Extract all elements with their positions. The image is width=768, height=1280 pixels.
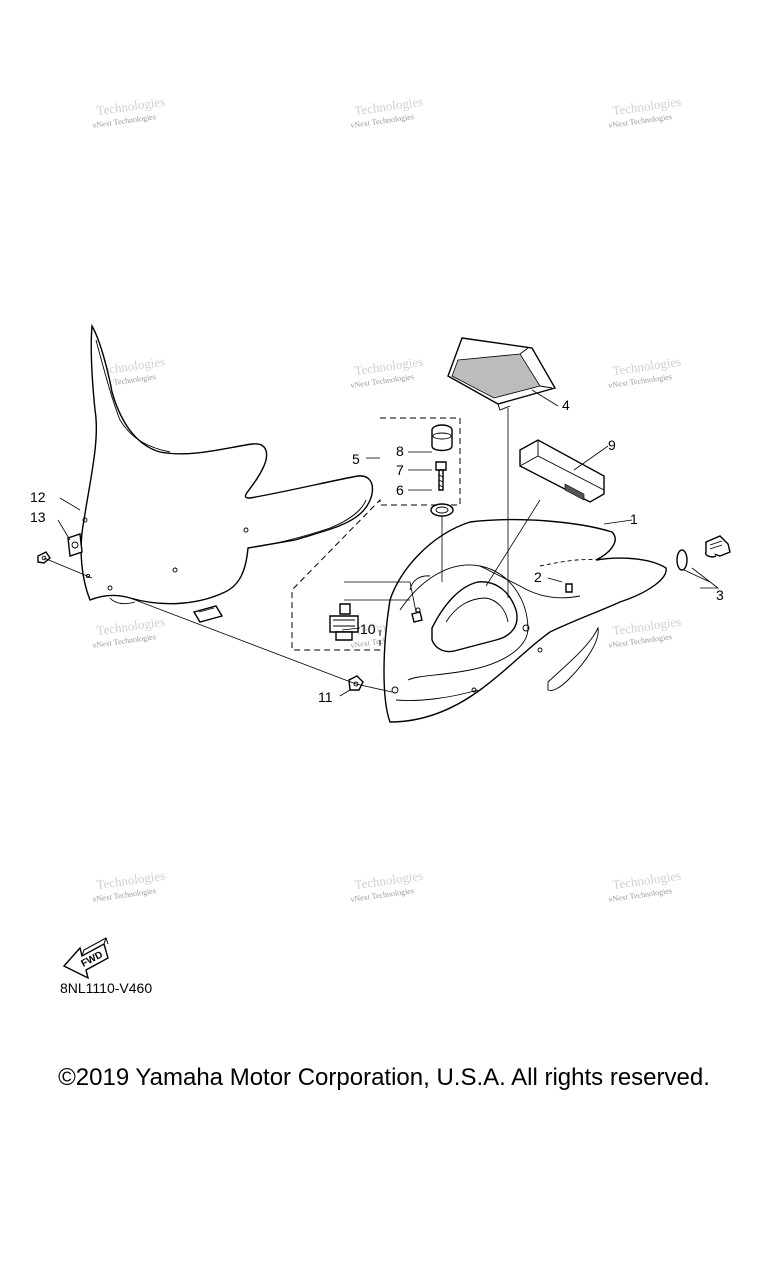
watermark: Technologies vNext Technologies — [92, 614, 166, 650]
callout-12: 12 — [30, 489, 46, 505]
part-7-bolt — [435, 461, 447, 491]
part-9-panel — [519, 439, 605, 503]
fwd-arrow-icon: FWD — [62, 937, 109, 980]
callout-3: 3 — [716, 587, 724, 603]
watermark: Technologies vNext Technologies — [92, 94, 166, 130]
callout-13: 13 — [30, 509, 46, 525]
windscreen — [80, 323, 374, 623]
front-cowling — [383, 518, 667, 723]
diagram-code: 8NL1110-V460 — [60, 980, 153, 996]
watermark: Technologies vNext Technologies — [608, 94, 682, 130]
watermark: Technologies vNext Technologies — [350, 94, 424, 130]
watermark: Technologies vNext Technologies — [608, 614, 682, 650]
part-4-grille — [447, 337, 557, 411]
leader-lines — [43, 389, 720, 697]
callout-2: 2 — [534, 569, 542, 585]
callout-9: 9 — [608, 437, 616, 453]
callout-4: 4 — [562, 397, 570, 413]
callout-5: 5 — [352, 451, 360, 467]
callout-8: 8 — [396, 443, 404, 459]
callout-7: 7 — [396, 462, 404, 478]
part-8-cap — [431, 424, 453, 452]
callouts: 1 2 3 4 5 6 7 8 9 10 11 12 13 — [30, 397, 724, 705]
part-3-bolt — [676, 535, 731, 571]
copyright-notice: ©2019 Yamaha Motor Corporation, U.S.A. A… — [58, 1064, 710, 1091]
grommet-13 — [67, 533, 83, 557]
watermark: Technologies vNext Technologies — [608, 868, 682, 904]
watermark: Technologies vNext Technologies — [350, 868, 424, 904]
callout-11: 11 — [318, 689, 333, 705]
watermark: Technologies vNext Technologies — [608, 354, 682, 390]
watermark: Technologies vNext Technologies — [92, 868, 166, 904]
callout-6: 6 — [396, 482, 404, 498]
callout-10: 10 — [360, 621, 376, 637]
part-10-switch — [329, 603, 359, 641]
nut-11 — [348, 675, 364, 691]
part-6-ring — [430, 503, 454, 517]
nut-left — [37, 551, 51, 564]
assembly-box-5 — [291, 417, 461, 651]
callout-1: 1 — [630, 511, 638, 527]
watermark: Technologies vNext Technologies — [350, 354, 424, 390]
